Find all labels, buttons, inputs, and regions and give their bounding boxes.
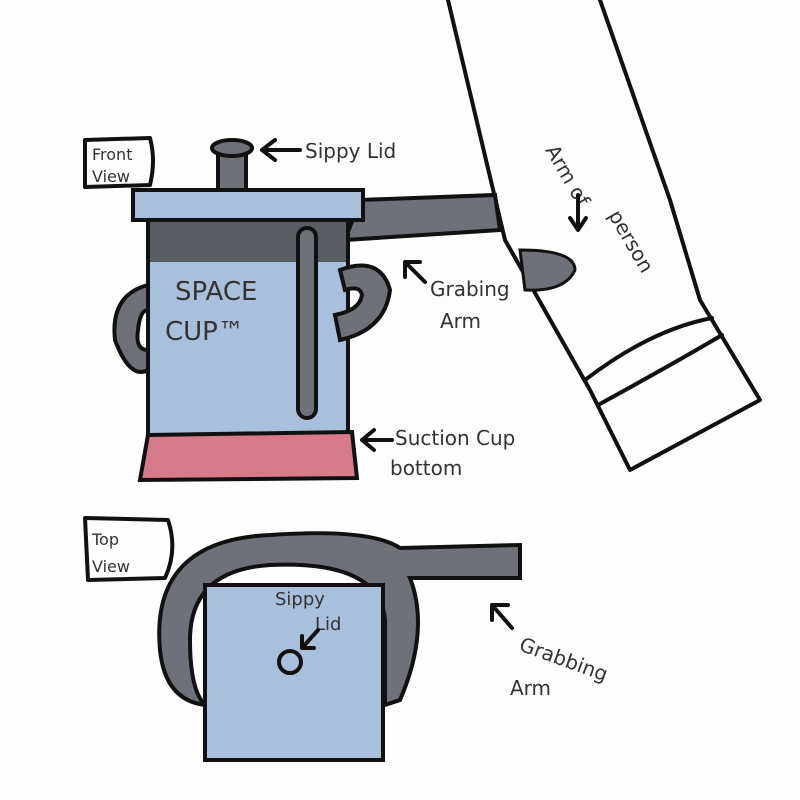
top-sippy-lid-label-1: Sippy — [275, 589, 325, 610]
sippy-lid-label: Sippy Lid — [305, 139, 396, 163]
front-view-label-2: View — [92, 167, 130, 186]
top-sippy-lid-label-2: Lid — [315, 614, 341, 635]
arm-of-person-label-2: person — [604, 206, 659, 277]
top-view-label-1: Top — [91, 530, 119, 549]
arrow-icon — [568, 193, 588, 232]
hand-shape — [518, 248, 577, 292]
cup-left-handle — [112, 282, 150, 374]
top-sippy-lid — [277, 649, 303, 675]
straw — [296, 226, 318, 420]
cup-lid — [131, 188, 365, 222]
suction-label-1: Suction Cup — [395, 426, 515, 450]
top-view-label-box — [83, 516, 175, 582]
arrow-icon — [300, 628, 320, 650]
arrow-icon — [490, 603, 514, 630]
cup-right-handle — [332, 263, 393, 343]
arrow-icon — [360, 428, 394, 452]
top-grabbing-arm-label-2: Arm — [510, 676, 551, 700]
grabbing-arm-label-1: Grabing — [430, 277, 510, 301]
cup-text-1: SPACE — [175, 277, 257, 307]
person-arm — [446, 0, 762, 472]
sippy-lid-top — [210, 138, 254, 158]
arrow-icon — [403, 260, 427, 284]
cup-text-2: CUP™ — [165, 317, 244, 347]
top-view-label-2: View — [92, 557, 130, 576]
suction-label-2: bottom — [390, 456, 462, 480]
front-view-label-box — [83, 136, 155, 189]
grabbing-arm-label-2: Arm — [440, 309, 481, 333]
arrow-icon — [260, 138, 302, 162]
front-view-label-1: Front — [92, 145, 132, 164]
suction-cup-bottom — [137, 429, 360, 483]
grabbing-arm-bar — [342, 192, 503, 243]
arm-of-person-label-1: Arm of — [541, 141, 596, 212]
